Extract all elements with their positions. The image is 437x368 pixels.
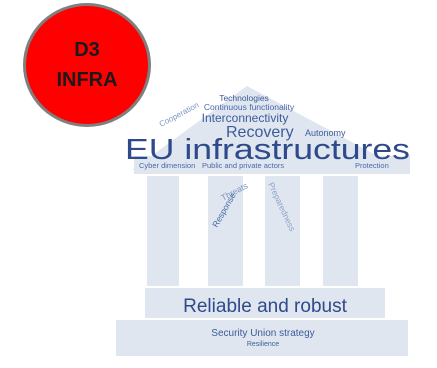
- word-cooperation: Cooperation: [158, 100, 201, 128]
- word-cyber-dimension: Cyber dimension: [139, 161, 195, 170]
- foundation: [116, 320, 408, 356]
- architrave: [134, 156, 410, 174]
- word-reliable-robust: Reliable and robust: [183, 296, 347, 317]
- d3-infra-badge: D3 INFRA: [23, 3, 151, 127]
- column-2: [208, 176, 243, 286]
- column-1: [147, 176, 179, 286]
- word-technologies: Technologies: [219, 93, 269, 103]
- badge-line-1: D3: [74, 39, 100, 61]
- word-protection: Protection: [355, 161, 389, 170]
- word-interconnectivity: Interconnectivity: [202, 111, 289, 125]
- column-3: [265, 176, 300, 286]
- word-autonomy: Autonomy: [305, 128, 346, 138]
- diagram-title: EU infrastructures: [125, 134, 410, 166]
- roof-pediment: [132, 86, 404, 170]
- column-4: [323, 176, 358, 286]
- word-security-union-strategy: Security Union strategy: [211, 328, 314, 339]
- word-public-private-actors: Public and private actors: [202, 161, 284, 170]
- word-resilience: Resilience: [247, 341, 279, 348]
- word-continuous-functionality: Continuous functionality: [204, 102, 295, 112]
- badge-line-2: INFRA: [56, 69, 118, 91]
- word-recovery: Recovery: [226, 124, 294, 141]
- upper-base: [145, 288, 385, 318]
